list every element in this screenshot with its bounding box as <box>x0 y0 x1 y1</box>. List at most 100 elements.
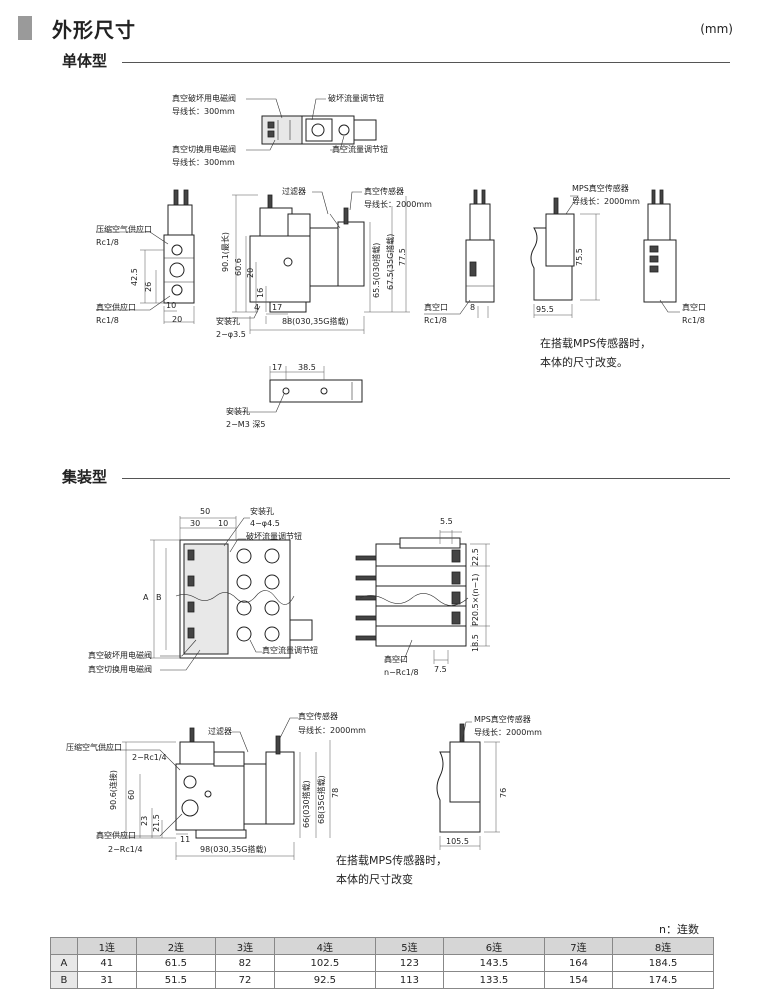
label-flow-knob-manifold: 真空流量调节钮 <box>262 646 318 655</box>
single-side-view-right <box>465 189 495 303</box>
dim-78: 78 <box>331 787 340 798</box>
label-mps-lead: 导线长：2000mm <box>572 197 640 206</box>
label-mount-spec-2: 2−M3 深5 <box>226 420 266 429</box>
label-break-knob-manifold: 破坏流量调节钮 <box>246 532 302 541</box>
dim-90-1: 90.1(最长) <box>221 231 230 272</box>
table-cell: 82 <box>214 954 275 972</box>
label-rc18-c: Rc1/8 <box>424 316 447 325</box>
table-header-cell: 3连 <box>214 937 275 955</box>
label-filter: 过滤器 <box>282 187 306 196</box>
dim-8: 8 <box>470 303 476 312</box>
table-row-label: A <box>50 954 78 972</box>
note-manifold-line-1: 在搭载MPS传感器时， <box>336 854 448 867</box>
dim-68: 68(35G搭载) <box>317 775 326 824</box>
dim-23: 23 <box>140 815 149 826</box>
table-cell: 102.5 <box>273 954 376 972</box>
label-supply-port-manifold: 压缩空气供应口 <box>66 743 122 752</box>
table-cell: 154 <box>543 971 614 989</box>
label-mount-spec: 2−φ3.5 <box>216 330 246 339</box>
label-vacuum-supply: 真空供应口 <box>96 303 136 312</box>
single-side-view-left <box>163 189 195 304</box>
label-vacuum-supply-manifold: 真空供应口 <box>96 831 136 840</box>
section-divider-single <box>122 62 730 63</box>
label-break-flow-knob: 破坏流量调节钮 <box>328 94 384 103</box>
dim-38-5: 38.5 <box>298 363 316 372</box>
dim-42-5: 42.5 <box>130 268 139 286</box>
table-row: A 41 61.5 82 102.5 123 143.5 164 184.5 <box>50 954 714 972</box>
table-header-cell: 4连 <box>273 937 376 955</box>
dim-98: 98(030,35G搭载) <box>200 845 267 854</box>
label-mount-hole-2: 安装孔 <box>226 407 250 416</box>
table-header-cell: 6连 <box>443 937 545 955</box>
dim-76: 76 <box>499 787 508 798</box>
table-row-label: B <box>50 971 78 989</box>
dim-60: 60 <box>127 789 136 800</box>
title-bar-decoration <box>18 16 32 40</box>
note-manifold-line-2: 本体的尺寸改变 <box>336 873 413 886</box>
unit-label: (mm) <box>700 22 733 36</box>
table-legend: n：连数 <box>659 923 699 936</box>
table-cell: 72 <box>214 971 275 989</box>
label-rc18-a: Rc1/8 <box>96 238 119 247</box>
table-cell: 92.5 <box>273 971 376 989</box>
dim-30: 30 <box>190 519 201 528</box>
manifold-mps-view <box>436 723 481 833</box>
single-bottom-view <box>269 379 363 403</box>
dim-77-5: 77.5 <box>398 248 407 266</box>
label-mount-spec-manifold: 4−φ4.5 <box>250 519 280 528</box>
dim-pitch: P20.5×(n−1) <box>471 573 480 626</box>
dim-4: 4 <box>254 303 260 312</box>
label-switch-valve-manifold: 真空切换用电磁阀 <box>88 665 152 674</box>
label-vacuum-port-2: 真空口 <box>682 303 706 312</box>
table-cell: 51.5 <box>135 971 216 989</box>
table-header-cell: 1连 <box>76 937 137 955</box>
label-break-valve: 真空破坏用电磁阀 <box>172 94 236 103</box>
table-cell: 174.5 <box>612 971 714 989</box>
table-header-cell: 5连 <box>374 937 445 955</box>
label-filter-manifold: 过滤器 <box>208 727 232 736</box>
manifold-iso-view <box>355 537 469 647</box>
table-cell: 113 <box>374 971 445 989</box>
table-cell: 61.5 <box>135 954 216 972</box>
dim-10-manifold: 10 <box>218 519 229 528</box>
single-front-view <box>249 194 365 313</box>
label-sensor-lead-manifold: 导线长：2000mm <box>298 726 366 735</box>
dim-22-5: 22.5 <box>471 548 480 566</box>
single-mps-view <box>530 189 677 303</box>
label-mount-hole-manifold: 安装孔 <box>250 507 274 516</box>
dim-18-5: 18.5 <box>471 634 480 652</box>
dim-60-6: 60.6 <box>234 258 243 276</box>
table-cell: 143.5 <box>443 954 545 972</box>
dim-10: 10 <box>166 301 177 310</box>
dim-17: 17 <box>272 303 283 312</box>
section-title-manifold: 集装型 <box>62 468 108 486</box>
label-lead-length-2: 导线长：300mm <box>172 158 235 167</box>
table-row: B 31 51.5 72 92.5 113 133.5 154 174.5 <box>50 971 714 989</box>
table-cell: 123 <box>374 954 445 972</box>
label-rc14-a: 2−Rc1/4 <box>132 753 167 762</box>
label-break-valve-manifold: 真空破坏用电磁阀 <box>88 651 152 660</box>
dim-90-6: 90.6(连接) <box>109 769 118 810</box>
dim-21-5: 21.5 <box>152 814 161 832</box>
note-single-line-1: 在搭载MPS传感器时， <box>540 337 652 350</box>
dim-20-front: 20 <box>246 267 255 278</box>
label-vacuum-port: 真空口 <box>424 303 448 312</box>
label-mps-lead-manifold: 导线长：2000mm <box>474 728 542 737</box>
section-title-single: 单体型 <box>62 52 108 70</box>
dim-20: 20 <box>172 315 183 324</box>
table-header-cell <box>50 937 78 955</box>
dim-50: 50 <box>200 507 211 516</box>
single-top-view <box>261 115 377 145</box>
page-title: 外形尺寸 <box>52 18 136 42</box>
dim-105-5: 105.5 <box>446 837 469 846</box>
label-rc18-d: Rc1/8 <box>682 316 705 325</box>
label-lead-length-1: 导线长：300mm <box>172 107 235 116</box>
dim-66: 66(030搭载) <box>302 780 311 828</box>
label-vacuum-port-spec: n−Rc1/8 <box>384 668 419 677</box>
table-header-cell: 8连 <box>612 937 714 955</box>
table-cell: 31 <box>76 971 137 989</box>
table-header-cell: 7连 <box>543 937 614 955</box>
dim-88: 88(030,35G搭载) <box>282 317 349 326</box>
label-mount-hole: 安装孔 <box>216 317 240 326</box>
dim-B: B <box>156 593 162 602</box>
